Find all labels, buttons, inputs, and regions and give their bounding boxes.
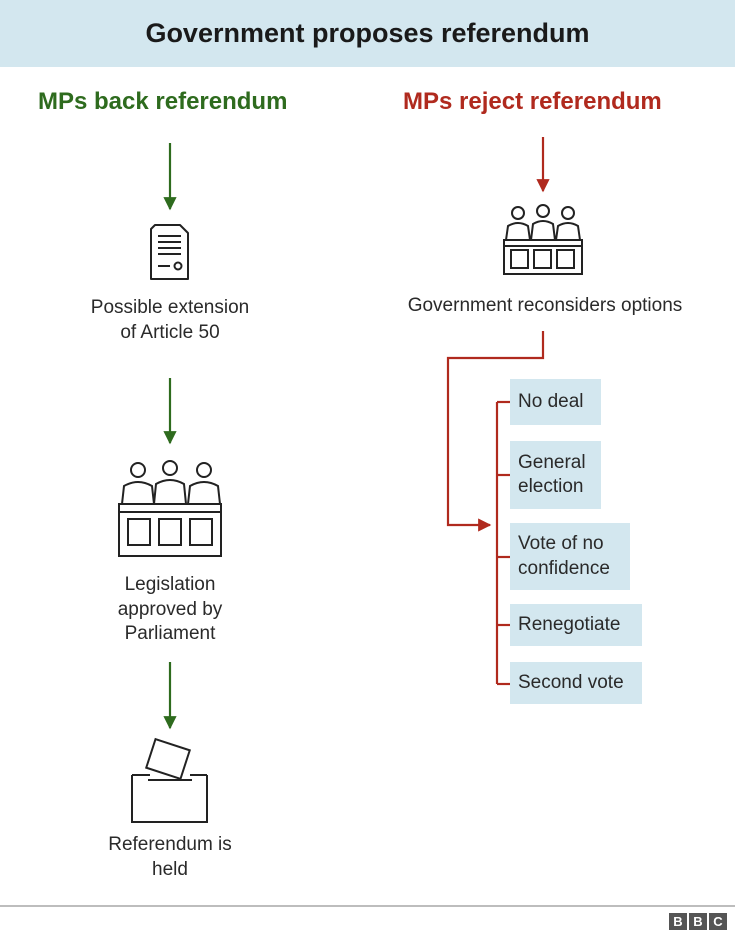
step-legislation-label: Legislation approved by Parliament bbox=[117, 574, 223, 644]
bbc-logo-letter: B bbox=[669, 913, 687, 930]
step-extension-label: Possible extension of Article 50 bbox=[90, 297, 250, 343]
bbc-logo: B B C bbox=[669, 913, 727, 930]
step-referendum-label: Referendum is held bbox=[108, 834, 232, 880]
option-vote-no-confidence: Vote of no confidence bbox=[510, 523, 630, 590]
option-general-election: General election bbox=[510, 441, 601, 509]
footer-divider bbox=[0, 905, 735, 907]
right-branch-title: MPs reject referendum bbox=[403, 88, 662, 115]
left-branch-title: MPs back referendum bbox=[38, 88, 288, 115]
bbc-logo-letter: C bbox=[709, 913, 727, 930]
bbc-logo-letter: B bbox=[689, 913, 707, 930]
ballot-box-icon bbox=[131, 737, 208, 823]
option-renegotiate: Renegotiate bbox=[510, 604, 642, 646]
header-title: Government proposes referendum bbox=[145, 18, 590, 48]
option-no-deal: No deal bbox=[510, 379, 601, 425]
option-second-vote: Second vote bbox=[510, 662, 642, 704]
document-icon bbox=[150, 224, 189, 280]
parliament-icon-right bbox=[503, 204, 583, 275]
connector-options bbox=[446, 331, 545, 532]
parliament-icon-left bbox=[118, 460, 222, 557]
step-reconsider-label: Government reconsiders options bbox=[407, 295, 683, 316]
header-banner: Government proposes referendum bbox=[0, 0, 735, 67]
